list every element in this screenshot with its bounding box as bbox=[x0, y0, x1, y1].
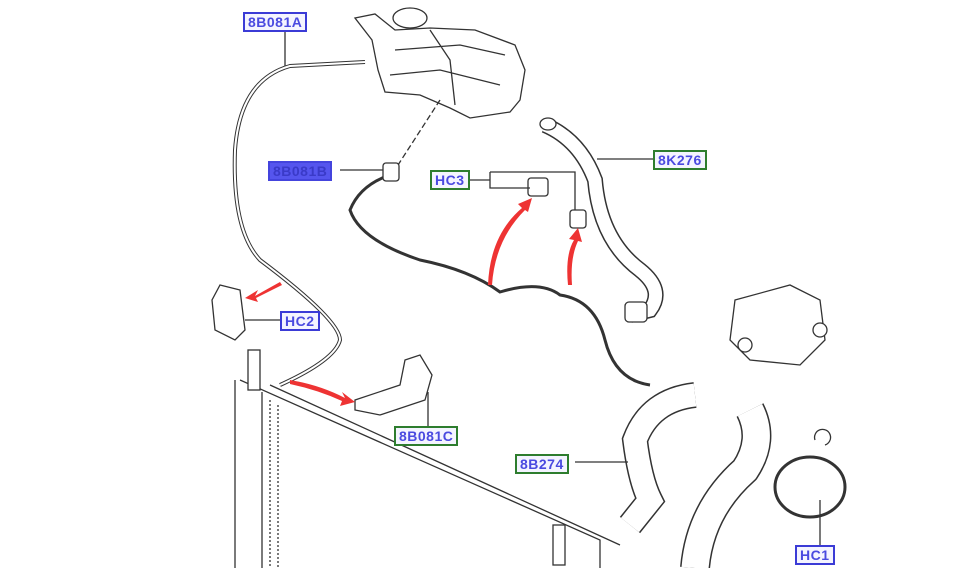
clamp-HC1 bbox=[773, 455, 847, 519]
tank-cap bbox=[392, 7, 428, 29]
callout-8B081A[interactable]: 8B081A bbox=[243, 12, 308, 32]
callout-8B081B[interactable]: 8B081B bbox=[268, 161, 333, 181]
callout-8K276[interactable]: 8K276 bbox=[653, 150, 707, 170]
hose-8B081B bbox=[348, 173, 651, 387]
callout-HC3[interactable]: HC3 bbox=[430, 170, 470, 190]
arrow-hc2 bbox=[245, 282, 282, 302]
arrow-8B081C bbox=[290, 380, 355, 406]
callout-HC2[interactable]: HC2 bbox=[280, 311, 320, 331]
connector-8B081C bbox=[354, 354, 433, 416]
hose-8B081A bbox=[232, 60, 366, 387]
arrow-hc3-a bbox=[488, 198, 532, 285]
callout-8B274[interactable]: 8B274 bbox=[515, 454, 569, 474]
radiator bbox=[234, 379, 621, 568]
clip-HC2 bbox=[211, 284, 246, 341]
expansion-tank bbox=[353, 13, 526, 119]
arrow-hc3-b bbox=[567, 228, 582, 285]
thermostat-housing bbox=[729, 284, 826, 366]
callout-HC1[interactable]: HC1 bbox=[795, 545, 835, 565]
callout-8B081C[interactable]: 8B081C bbox=[394, 426, 459, 446]
